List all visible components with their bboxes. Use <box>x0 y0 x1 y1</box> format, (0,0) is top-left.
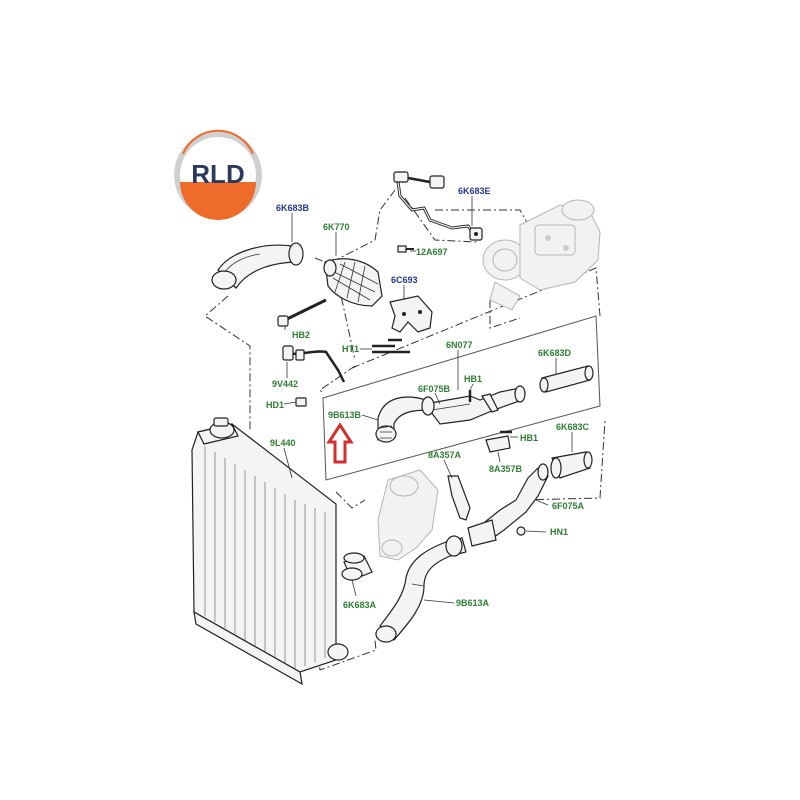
leader-lines <box>283 196 573 604</box>
hose-6K683D <box>539 365 594 393</box>
label-9B613A: 9B613A <box>456 598 490 608</box>
label-6K770: 6K770 <box>323 222 350 232</box>
label-HD1: HD1 <box>266 400 284 410</box>
label-HB1-mid: HB1 <box>520 433 538 443</box>
label-HB1-top: HB1 <box>464 374 482 384</box>
intercooler-9L440 <box>191 417 349 686</box>
hose-9B613A <box>375 535 467 643</box>
nut-HN1 <box>516 526 526 536</box>
label-HT1: HT1 <box>342 344 359 354</box>
logo-text: RLD <box>191 159 244 189</box>
label-8A357A: 8A357A <box>428 450 462 460</box>
turbocharger-ghost <box>482 199 601 311</box>
assembly-box <box>322 315 601 481</box>
rld-logo: RLD <box>174 129 262 220</box>
pipe-6N077 <box>423 385 526 425</box>
air-cooler-6K770 <box>323 258 383 307</box>
bracket-6C693 <box>389 295 433 333</box>
label-HN1: HN1 <box>550 527 568 537</box>
label-9V442: 9V442 <box>272 379 298 389</box>
coupling-6K683A <box>341 552 373 581</box>
hose-6K683C <box>550 451 593 479</box>
label-6K683B: 6K683B <box>276 203 310 213</box>
highlight-arrow <box>326 422 354 464</box>
bracket-8A357A <box>447 475 471 521</box>
label-6K683D: 6K683D <box>538 348 572 358</box>
label-6F075B: 6F075B <box>418 384 451 394</box>
bracket-8A357B <box>485 430 512 453</box>
hose-6K683B <box>211 242 304 290</box>
part-labels: 6K683B 6K770 6K683E 12A697 6C693 HB2 HT1… <box>266 186 590 610</box>
bolt-HB2 <box>277 298 327 327</box>
hose-9B613B <box>375 396 435 443</box>
bolt-12A697 <box>397 245 414 253</box>
label-12A697: 12A697 <box>416 247 448 257</box>
label-9B613B: 9B613B <box>328 410 362 420</box>
label-8A357B: 8A357B <box>489 464 523 474</box>
label-6K683E: 6K683E <box>458 186 491 196</box>
label-6K683A: 6K683A <box>343 600 377 610</box>
sensor-9V442 <box>282 345 346 407</box>
pipe-6F075A <box>467 463 549 547</box>
label-9L440: 9L440 <box>270 438 296 448</box>
label-6N077: 6N077 <box>446 340 473 350</box>
label-6K683C: 6K683C <box>556 422 590 432</box>
thermostat-housing-ghost <box>377 469 439 561</box>
label-6F075A: 6F075A <box>552 501 585 511</box>
label-HB2: HB2 <box>292 330 310 340</box>
bolts-HT1 <box>372 338 410 354</box>
label-6C693: 6C693 <box>391 275 418 285</box>
sensor-pipe-6K683E <box>393 171 483 241</box>
intercooler-fins <box>204 446 326 668</box>
